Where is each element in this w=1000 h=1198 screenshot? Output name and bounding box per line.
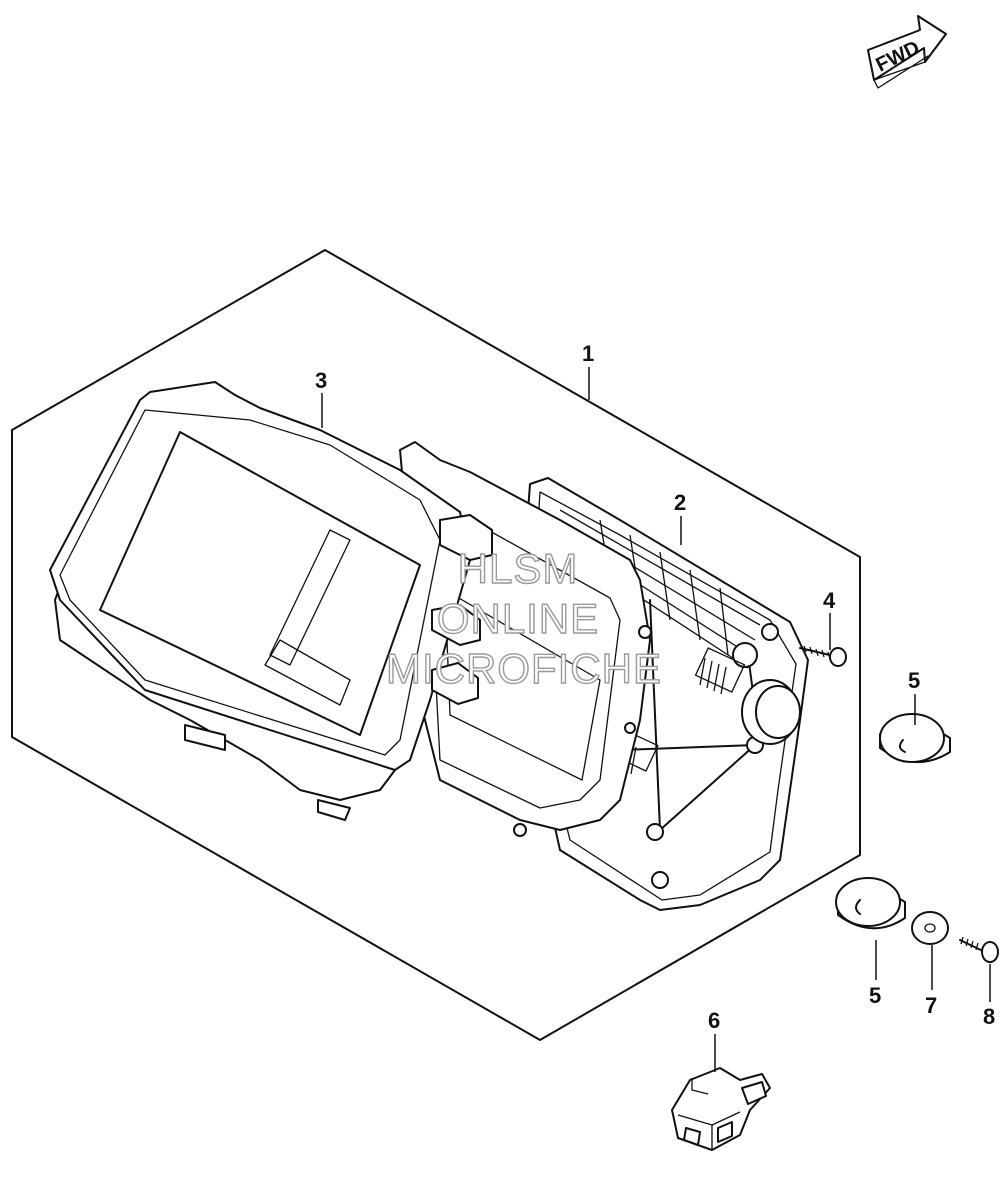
assembly-boundary: [11, 249, 861, 1041]
callout-4: 4: [823, 588, 836, 613]
connector-6: [671, 1067, 771, 1151]
leader-lines: [321, 367, 991, 1072]
grommet-5-upper: [879, 713, 951, 764]
front-meter: [49, 381, 493, 821]
callout-2: 2: [674, 490, 687, 515]
screw-4: [799, 645, 847, 667]
callout-6: 6: [708, 1008, 721, 1033]
grommet-5-lower: [835, 877, 906, 930]
screw-8: [959, 936, 999, 963]
watermark-line-3: MICROFICHE: [385, 645, 662, 692]
callout-7: 7: [925, 993, 938, 1018]
fwd-arrow-icon: FWD: [867, 15, 947, 89]
callout-3: 3: [315, 368, 328, 393]
callout-1: 1: [582, 341, 595, 366]
callout-5-upper: 5: [908, 668, 921, 693]
callout-8: 8: [983, 1004, 996, 1029]
washer-7: [911, 911, 949, 945]
watermark-line-1: HLSM: [457, 545, 579, 592]
callout-5-lower: 5: [869, 983, 882, 1008]
watermark-line-2: ONLINE: [436, 595, 600, 642]
